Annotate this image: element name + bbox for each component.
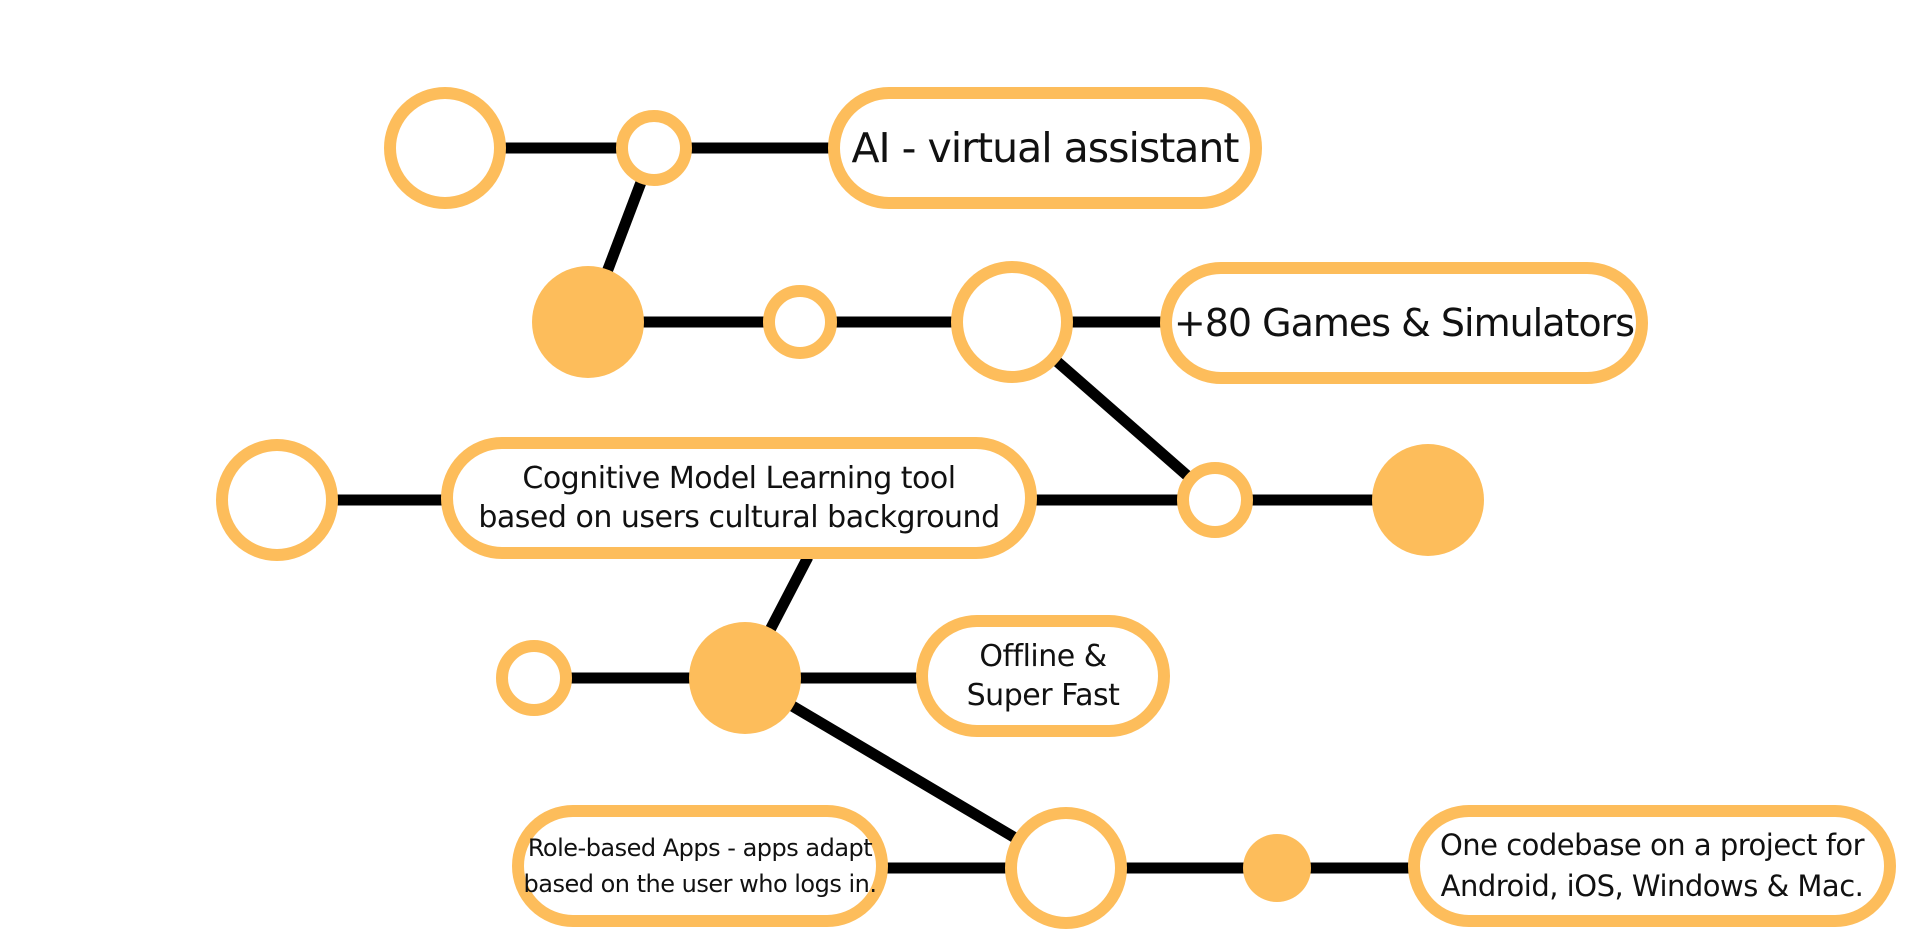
hub-node: [384, 87, 506, 209]
feature-pill-games: +80 Games & Simulators: [1160, 262, 1648, 384]
hub-node: [951, 261, 1073, 383]
feature-label-group: Offline & Super Fast: [967, 637, 1120, 715]
hub-nodes: [216, 87, 1484, 929]
feature-label: AI - virtual assistant: [851, 124, 1240, 172]
hub-node: [1005, 807, 1127, 929]
hub-node: [1177, 462, 1253, 538]
feature-pill-ai-assistant: AI - virtual assistant: [828, 87, 1262, 209]
hub-node: [496, 640, 572, 716]
feature-label-line: based on the user who logs in.: [523, 870, 877, 898]
connector-line: [742, 673, 1069, 873]
feature-label-group: Role-based Apps - apps adapt based on th…: [524, 830, 877, 902]
hub-node: [216, 439, 338, 561]
feature-label-line: Role-based Apps - apps adapt: [527, 834, 873, 862]
hub-node: [532, 266, 644, 378]
feature-pill-role-based: Role-based Apps - apps adapt based on th…: [512, 805, 888, 927]
feature-pill-offline: Offline & Super Fast: [916, 615, 1170, 737]
feature-pill-cognitive: Cognitive Model Learning tool based on u…: [441, 437, 1037, 559]
feature-label-line: Android, iOS, Windows & Mac.: [1440, 869, 1864, 903]
hub-node: [763, 285, 837, 359]
feature-label-line: based on users cultural background: [478, 500, 1000, 535]
feature-label-line: One codebase on a project for: [1439, 828, 1865, 863]
hub-node: [1243, 834, 1311, 902]
feature-label-group: Cognitive Model Learning tool based on u…: [478, 459, 1000, 537]
feature-pill-codebase: One codebase on a project for Android, i…: [1408, 805, 1896, 927]
feature-label-group: One codebase on a project for Android, i…: [1439, 825, 1865, 906]
feature-label: +80 Games & Simulators: [1173, 301, 1635, 345]
hub-node: [616, 110, 692, 186]
hub-node: [689, 622, 801, 734]
feature-label-line: Cognitive Model Learning tool: [522, 461, 956, 496]
feature-label-line: Offline &: [979, 639, 1107, 674]
hub-node: [1372, 444, 1484, 556]
feature-label-line: Super Fast: [966, 678, 1120, 713]
